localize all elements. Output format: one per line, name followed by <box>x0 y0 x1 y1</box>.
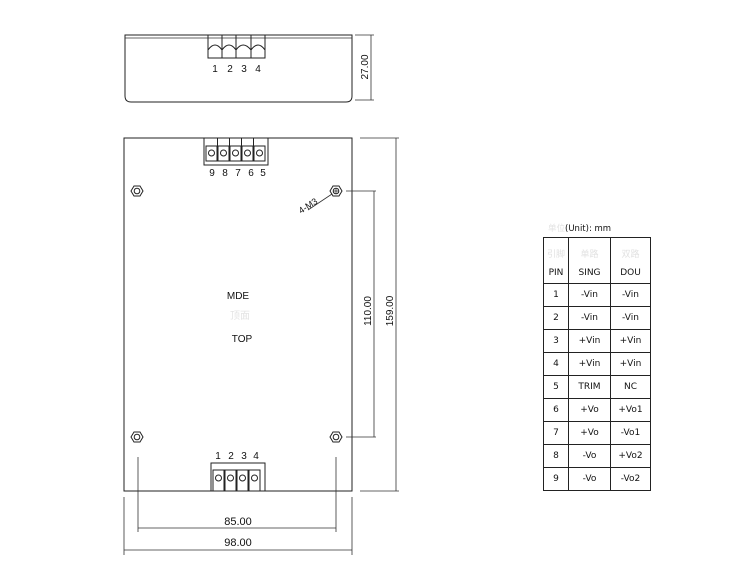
height-dim-label: 27.00 <box>360 54 371 79</box>
side-pin-label: 4 <box>255 64 261 75</box>
dou-cell: +Vo2 <box>610 444 651 468</box>
bottom-pin-label: 1 <box>215 451 221 462</box>
dim-159-label: 159.00 <box>385 295 396 326</box>
sing-cell: +Vin <box>568 352 611 376</box>
sing-cell: -Vin <box>568 306 611 330</box>
pin-cell: 4 <box>543 352 569 376</box>
pin-cell: 9 <box>543 467 569 491</box>
pin-cell: 6 <box>543 398 569 422</box>
unit-cn: 单位 <box>548 224 566 234</box>
sing-cell: -Vin <box>568 283 611 307</box>
height-dimension: 27.00 <box>355 34 374 101</box>
unit-note: 单位(Unit): mm <box>548 222 611 234</box>
dou-cell: -Vin <box>610 306 651 330</box>
top-view: 9 8 7 6 5 4-M3 MDE 顶面 TOP 1 2 3 4 <box>123 137 353 492</box>
dim-85-label: 85.00 <box>224 516 252 528</box>
table-row: 2-Vin-Vin <box>543 306 651 330</box>
table-row: 4+Vin+Vin <box>543 352 651 376</box>
sing-cell: +Vo <box>568 398 611 422</box>
side-pin-label: 1 <box>212 64 218 75</box>
pin-cell: 3 <box>543 329 569 353</box>
side-terminal-block <box>207 34 266 59</box>
bottom-pin-label: 4 <box>253 451 259 462</box>
dim-110-label: 110.00 <box>363 296 374 326</box>
dou-cell: -Vo1 <box>610 421 651 445</box>
bottom-terminal-block <box>210 462 266 492</box>
top-pin-label: 9 <box>209 168 215 179</box>
table-row: 7+Vo-Vo1 <box>543 421 651 445</box>
side-pin-label: 3 <box>241 64 247 75</box>
table-row: 9-Vo-Vo2 <box>543 467 651 491</box>
mounting-hole <box>329 185 343 197</box>
dou-cell: +Vo1 <box>610 398 651 422</box>
dim-98: 98.00 <box>123 497 353 555</box>
table-row: 1-Vin-Vin <box>543 283 651 307</box>
model-label: MDE <box>227 291 250 302</box>
dim-98-label: 98.00 <box>224 537 252 549</box>
side-pin-label: 2 <box>227 64 233 75</box>
top-pin-label: 7 <box>235 168 241 179</box>
hole-note: 4-M3 <box>297 196 320 216</box>
pin-cell: 1 <box>543 283 569 307</box>
dou-cell: -Vin <box>610 283 651 307</box>
sing-cell: -Vo <box>568 467 611 491</box>
pin-cell: 2 <box>543 306 569 330</box>
dou-cell: +Vin <box>610 352 651 376</box>
sing-cell: +Vin <box>568 329 611 353</box>
top-pin-label: 8 <box>222 168 228 179</box>
dou-cell: +Vin <box>610 329 651 353</box>
pin-cell: 5 <box>543 375 569 399</box>
dim-110: 110.00 <box>346 190 376 438</box>
pin-cell: 7 <box>543 421 569 445</box>
dim-159: 159.00 <box>360 137 399 492</box>
mounting-hole <box>130 185 144 197</box>
pin-cell: 8 <box>543 444 569 468</box>
top-face-cn-label: 顶面 <box>230 310 250 322</box>
table-row: 3+Vin+Vin <box>543 329 651 353</box>
sing-cell: +Vo <box>568 421 611 445</box>
dou-cell: -Vo2 <box>610 467 651 491</box>
table-row: 6+Vo+Vo1 <box>543 398 651 422</box>
sing-cell: -Vo <box>568 444 611 468</box>
bottom-pin-label: 3 <box>241 451 247 462</box>
dou-cell: NC <box>610 375 651 399</box>
bottom-pin-label: 2 <box>228 451 234 462</box>
top-pin-label: 5 <box>260 168 266 179</box>
dim-85: 85.00 <box>137 457 337 532</box>
sing-cell: TRIM <box>568 375 611 399</box>
top-pin-label: 6 <box>248 168 254 179</box>
top-terminal-block <box>203 137 269 166</box>
mounting-hole <box>130 431 144 443</box>
top-label: TOP <box>232 334 253 345</box>
mounting-hole <box>329 431 343 443</box>
side-view: 1 2 3 4 27.00 <box>124 34 374 103</box>
unit-text: (Unit): mm <box>565 224 612 234</box>
table-row: 8-Vo+Vo2 <box>543 444 651 468</box>
